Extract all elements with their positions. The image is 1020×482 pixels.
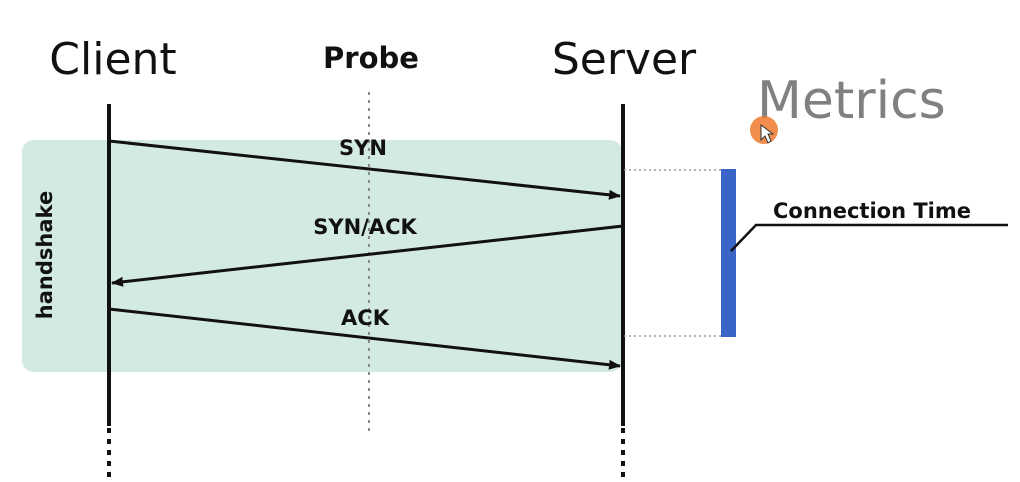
cursor-arrow-icon (760, 124, 775, 144)
probe-title: Probe (323, 41, 419, 75)
server-title: Server (552, 34, 697, 85)
syn-label: SYN (339, 136, 387, 160)
connection-time-leader (730, 223, 1008, 252)
syn-arrow (108, 139, 621, 200)
client-title: Client (49, 34, 176, 85)
metrics-title: Metrics (757, 71, 946, 131)
connection-time-bar (721, 169, 736, 337)
syn-ack-arrow (111, 224, 624, 287)
ack-label: ACK (341, 306, 390, 330)
handshake-region (22, 140, 622, 372)
handshake-label: handshake (33, 191, 57, 319)
connection-time-label: Connection Time (773, 199, 971, 223)
syn-ack-label: SYN/ACK (313, 215, 417, 239)
ack-arrow (108, 307, 621, 370)
